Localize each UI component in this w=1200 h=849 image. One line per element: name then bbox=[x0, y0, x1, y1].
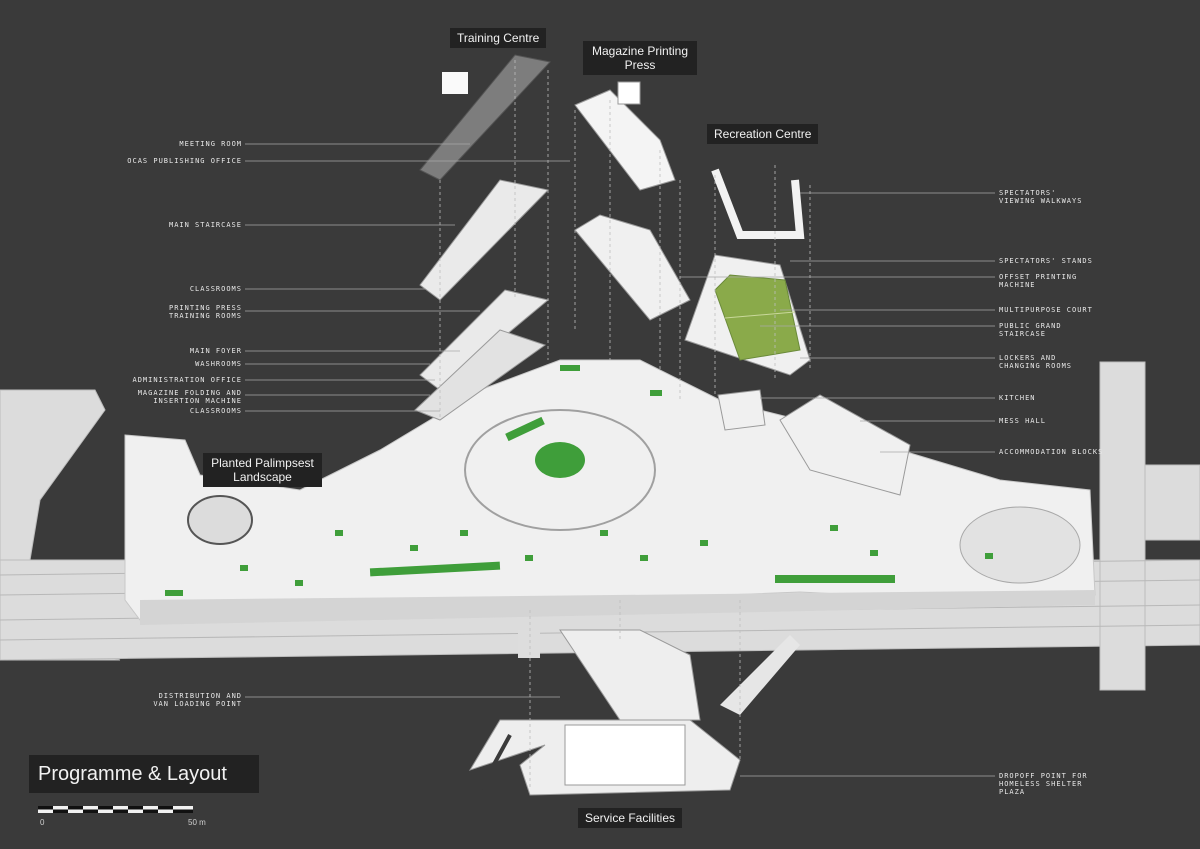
scale-bar bbox=[38, 806, 193, 813]
heading-magazine-printing-press: Magazine Printing Press bbox=[583, 41, 697, 75]
magazine-printing-press-block bbox=[574, 81, 691, 321]
label-offset-printing-machine: OFFSET PRINTING MACHINE bbox=[999, 273, 1078, 289]
projection-lines bbox=[439, 60, 811, 790]
label-multipurpose-court: MULTIPURPOSE COURT bbox=[999, 306, 1093, 314]
scale-end-label: 50 m bbox=[188, 818, 206, 827]
label-distribution-van-loading: DISTRIBUTION AND VAN LOADING POINT bbox=[153, 692, 242, 708]
heading-recreation-centre: Recreation Centre bbox=[707, 124, 819, 144]
label-kitchen: KITCHEN bbox=[999, 394, 1036, 402]
label-public-grand-staircase: PUBLIC GRAND STAIRCASE bbox=[999, 322, 1062, 338]
label-dropoff-point: DROPOFF POINT FOR HOMELESS SHELTER PLAZA bbox=[999, 772, 1088, 796]
label-classrooms-lower: CLASSROOMS bbox=[189, 407, 242, 415]
leader-lines bbox=[245, 143, 995, 777]
label-administration-office: ADMINISTRATION OFFICE bbox=[132, 376, 242, 384]
label-accommodation-blocks: ACCOMMODATION BLOCKS bbox=[999, 448, 1104, 456]
service-facilities-block bbox=[468, 629, 800, 796]
label-printing-press-training-rooms: PRINTING PRESS TRAINING ROOMS bbox=[168, 304, 242, 320]
heading-planted-palimpsest: Planted Palimpsest Landscape bbox=[203, 453, 322, 487]
label-washrooms: WASHROOMS bbox=[195, 360, 242, 368]
training-centre-block bbox=[414, 54, 551, 421]
label-lockers-changing-rooms: LOCKERS AND CHANGING ROOMS bbox=[999, 354, 1073, 370]
label-meeting-room: MEETING ROOM bbox=[179, 140, 242, 148]
label-spectators-stands: SPECTATORS' STANDS bbox=[999, 257, 1093, 265]
central-ring bbox=[464, 409, 656, 531]
recreation-centre-block bbox=[684, 168, 911, 496]
landscape-bowl bbox=[187, 495, 253, 545]
label-main-foyer: MAIN FOYER bbox=[189, 347, 242, 355]
label-mess-hall: MESS HALL bbox=[999, 417, 1046, 425]
label-main-staircase: MAIN STAIRCASE bbox=[168, 221, 242, 229]
heading-service-facilities: Service Facilities bbox=[578, 808, 683, 828]
planting-patches bbox=[165, 365, 993, 596]
scale-start-label: 0 bbox=[40, 818, 45, 827]
label-spectators-viewing-walkways: SPECTATORS' VIEWING WALKWAYS bbox=[999, 189, 1083, 205]
east-plaza bbox=[959, 506, 1081, 584]
sunken-court bbox=[535, 442, 585, 478]
site-platform bbox=[124, 359, 1096, 625]
label-magazine-folding-machine: MAGAZINE FOLDING AND INSERTION MACHINE bbox=[137, 389, 242, 405]
label-classrooms-upper: CLASSROOMS bbox=[189, 285, 242, 293]
page-title: Programme & Layout bbox=[29, 755, 259, 793]
label-ocas-publishing-office: OCAS PUBLISHING OFFICE bbox=[127, 157, 242, 165]
heading-training-centre: Training Centre bbox=[450, 28, 547, 48]
